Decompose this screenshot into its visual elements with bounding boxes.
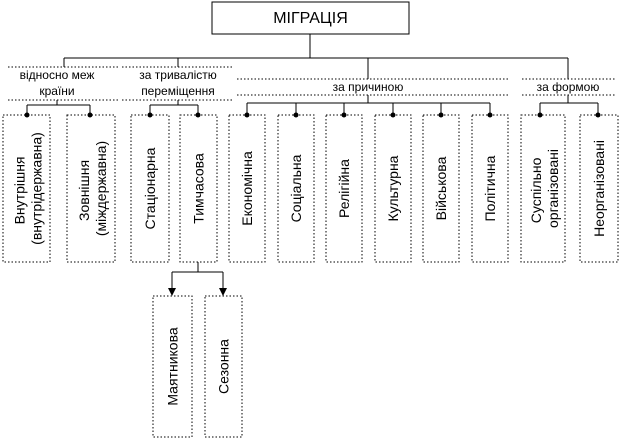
group-borders: відносно меж країни bbox=[8, 66, 120, 115]
category-unorganized: Неорганізовані bbox=[579, 112, 619, 263]
category-social-label: Соціальна bbox=[288, 154, 304, 222]
category-religious-label: Релігійна bbox=[336, 159, 352, 218]
group-borders-label-1: відносно меж bbox=[20, 68, 95, 82]
category-military: Військова bbox=[422, 112, 460, 263]
subcategory-seasonal-box bbox=[204, 295, 243, 438]
arrow-down-icon bbox=[168, 288, 176, 296]
subcategory-pendulum: Маятникова bbox=[152, 295, 193, 438]
group-cause-label: за причиною bbox=[333, 80, 404, 94]
category-political-label: Політична bbox=[482, 155, 498, 221]
root-box bbox=[211, 1, 410, 35]
group-borders-label-2: країни bbox=[39, 84, 74, 98]
category-unorganized-label: Неорганізовані bbox=[591, 140, 607, 237]
group-duration-label-1: за тривалістю bbox=[139, 68, 216, 82]
subcategory-pendulum-label: Маятникова bbox=[165, 327, 181, 405]
category-organized-line-1: Суспільно bbox=[528, 157, 544, 223]
subcategory-seasonal: Сезонна bbox=[204, 295, 243, 438]
category-religious-box bbox=[325, 114, 363, 263]
category-economic-label: Економічна bbox=[239, 151, 255, 226]
category-temporary-label: Тимчасова bbox=[191, 153, 207, 224]
category-internal: Внутрішня (внутрідержавна) bbox=[2, 112, 51, 263]
category-internal-line-1: Внутрішня bbox=[12, 156, 28, 224]
category-organized-line-2: організовані bbox=[545, 149, 561, 228]
category-stationary: Стаціонарна bbox=[130, 112, 170, 263]
connector-dot bbox=[195, 112, 201, 118]
subcategory-pendulum-box bbox=[152, 295, 193, 438]
connector-dot bbox=[244, 112, 250, 118]
group-duration: за тривалістю переміщення bbox=[122, 66, 234, 115]
category-political: Політична bbox=[471, 112, 509, 263]
group-form: за формою bbox=[522, 78, 616, 115]
arrow-down-icon bbox=[219, 288, 227, 296]
category-social: Соціальна bbox=[277, 112, 315, 263]
category-cultural: Культурна bbox=[374, 112, 412, 263]
category-stationary-box bbox=[130, 114, 170, 263]
connector-dot bbox=[390, 112, 396, 118]
svg-text:Зовнішня (міждержавна): Зовнішня (міждержавна) bbox=[76, 141, 109, 236]
category-external: Зовнішня (міждержавна) bbox=[66, 112, 116, 263]
connector-dot bbox=[87, 112, 93, 118]
category-organized: Суспільно організовані bbox=[520, 112, 566, 263]
connector-dot bbox=[293, 112, 299, 118]
temporary-subbranch bbox=[168, 262, 227, 296]
category-external-line-2: (міждержавна) bbox=[93, 141, 109, 236]
subcategory-seasonal-label: Сезонна bbox=[216, 339, 232, 394]
connector-dot bbox=[24, 112, 30, 118]
category-external-box bbox=[66, 114, 116, 263]
category-external-line-1: Зовнішня bbox=[76, 160, 92, 221]
category-cultural-label: Культурна bbox=[385, 155, 401, 221]
group-duration-label-2: переміщення bbox=[141, 84, 215, 98]
category-cultural-box bbox=[374, 114, 412, 263]
connector-dot bbox=[537, 112, 543, 118]
connector-dot bbox=[595, 112, 601, 118]
svg-text:Суспільно організовані: Суспільно організовані bbox=[528, 149, 561, 228]
group-form-label: за формою bbox=[537, 80, 600, 94]
category-political-box bbox=[471, 114, 509, 263]
connector-dot bbox=[147, 112, 153, 118]
category-military-label: Військова bbox=[433, 156, 449, 220]
connector-dot bbox=[438, 112, 444, 118]
root-node: МІГРАЦІЯ bbox=[211, 1, 410, 35]
group-cause: за причиною bbox=[237, 78, 508, 115]
root-title: МІГРАЦІЯ bbox=[273, 10, 348, 27]
category-organized-box bbox=[520, 114, 566, 263]
category-internal-box bbox=[2, 114, 51, 263]
category-economic: Економічна bbox=[228, 112, 266, 263]
category-temporary-box bbox=[179, 114, 218, 263]
category-social-box bbox=[277, 114, 315, 263]
svg-text:Внутрішня (внутрідержавн: Внутрішня (внутрідержавна) bbox=[12, 132, 45, 245]
connector-dot bbox=[487, 112, 493, 118]
connector-dot bbox=[341, 112, 347, 118]
category-temporary: Тимчасова bbox=[179, 112, 218, 263]
category-religious: Релігійна bbox=[325, 112, 363, 263]
category-internal-line-2: (внутрідержавна) bbox=[29, 132, 45, 245]
category-stationary-label: Стаціонарна bbox=[142, 147, 158, 229]
